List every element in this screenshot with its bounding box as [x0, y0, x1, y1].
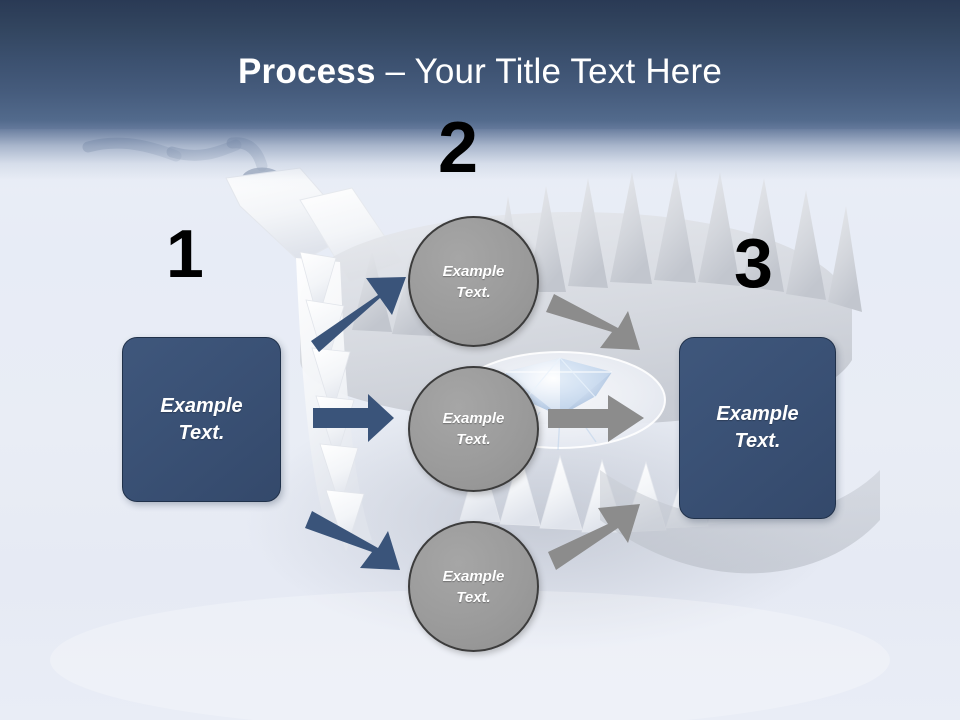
- step-box-left-label: Example Text.: [160, 394, 243, 444]
- arrow-left-to-bottom: [305, 511, 400, 570]
- arrow-middle-to-right: [548, 395, 644, 442]
- title-bar-fade: [0, 129, 960, 189]
- page-title-rest: – Your Title Text Here: [375, 52, 722, 91]
- page-title: Process – Your Title Text Here: [0, 52, 960, 92]
- arrow-top-to-right: [546, 294, 640, 350]
- arrow-left-to-middle: [313, 394, 394, 442]
- step-circle-bottom-label: Example Text.: [442, 567, 505, 606]
- step-circle-middle-label: Example Text.: [442, 410, 505, 448]
- step-number-2: 2: [438, 108, 479, 188]
- floor-sheen: [50, 590, 890, 720]
- step-box-right[interactable]: Example Text.: [679, 337, 836, 519]
- step-circle-top[interactable]: Example Text.: [408, 216, 539, 347]
- trap-jaw-near-right-band: [600, 470, 880, 574]
- step-circle-middle[interactable]: Example Text.: [408, 366, 539, 492]
- title-bar: [0, 0, 960, 129]
- arrow-bottom-to-right: [548, 504, 640, 570]
- page-title-bold: Process: [238, 52, 376, 91]
- step-circle-bottom[interactable]: Example Text.: [408, 521, 539, 652]
- step-box-left[interactable]: Example Text.: [122, 337, 281, 502]
- step-circle-top-label: Example Text.: [442, 262, 505, 301]
- step-box-right-label: Example Text.: [716, 403, 799, 452]
- arrow-left-to-top: [311, 277, 406, 352]
- step-number-3: 3: [734, 224, 773, 302]
- step-number-1: 1: [166, 216, 204, 292]
